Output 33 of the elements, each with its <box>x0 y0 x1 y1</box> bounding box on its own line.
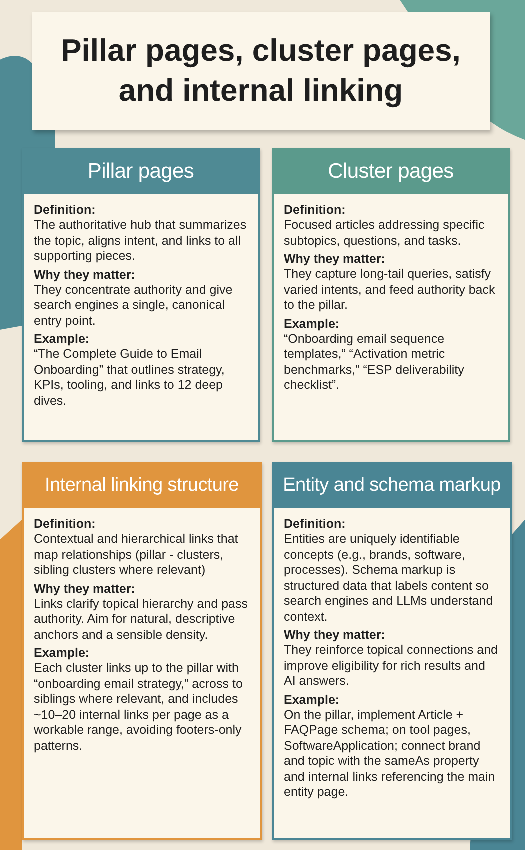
card-heading: Pillar pages <box>88 160 194 184</box>
card-heading: Entity and schema markup <box>283 475 501 497</box>
paragraph: They concentrate authority and give search engines a single, canonical entry point. <box>34 282 234 329</box>
info-card <box>272 462 512 840</box>
paragraph: Entities are uniquely identifiable concepts (e.g., brands, software, processes). Schema markup is structured data that labels content so search engines and LLMs understand context. <box>284 532 494 625</box>
title: Pillar pages, cluster pages, and internal linking <box>60 32 462 110</box>
info-card <box>22 148 260 442</box>
paragraph: Contextual and hierarchical links that map relationships (pillar - clusters, sibling clusters where relevant) <box>34 532 240 578</box>
paragraph: They reinforce topical connections and improve eligibility for rich results and AI answers. <box>284 643 500 690</box>
paragraph: Focused articles addressing specific subtopics, questions, and tasks. <box>284 218 486 249</box>
section-label: Example: <box>284 316 341 332</box>
card-heading: Internal linking structure <box>45 475 239 497</box>
paragraph: “The Complete Guide to Email Onboarding” that outlines strategy, KPIs, tooling, and links to 12 deep dives. <box>34 347 226 409</box>
section-label: Why they matter: <box>34 582 136 596</box>
paragraph: Each cluster links up to the pillar with “onboarding email strategy,” across to siblings where relevant, and includes ~10–20 internal links per page as a workable range, avoiding footers-only patterns. <box>34 661 244 754</box>
section-label: Definition: <box>34 203 97 218</box>
section-label: Why they matter: <box>284 628 386 643</box>
paragraph: Links clarify topical hierarchy and pass authority. Aim for natural, descriptive anchors and a sensible density. <box>34 596 249 643</box>
section-label: Definition: <box>284 203 347 218</box>
section-label: Example: <box>34 646 91 661</box>
section-label: Definition: <box>284 517 347 532</box>
paragraph: On the pillar, implement Article + FAQPage schema; on tool pages, SoftwareApplication; connect brand and topic with the sameAs property and internal links referencing the main entity page. <box>284 708 496 800</box>
section-label: Why they matter: <box>34 268 136 282</box>
paragraph: The authoritative hub that summarizes the topic, aligns intent, and links to all supporting pieces. <box>34 218 248 264</box>
section-label: Definition: <box>34 517 97 532</box>
card-heading: Cluster pages <box>328 160 454 184</box>
paragraph: “Onboarding email sequence templates,” “Activation metric benchmarks,” “ESP deliverability checklist”. <box>284 332 466 394</box>
section-label: Example: <box>284 692 341 708</box>
section-label: Example: <box>34 332 91 347</box>
section-label: Why they matter: <box>284 252 386 267</box>
paragraph: They capture long-tail queries, satisfy varied intents, and feed authority back to the pillar. <box>284 267 496 314</box>
info-card <box>22 462 262 840</box>
info-card <box>272 148 510 442</box>
